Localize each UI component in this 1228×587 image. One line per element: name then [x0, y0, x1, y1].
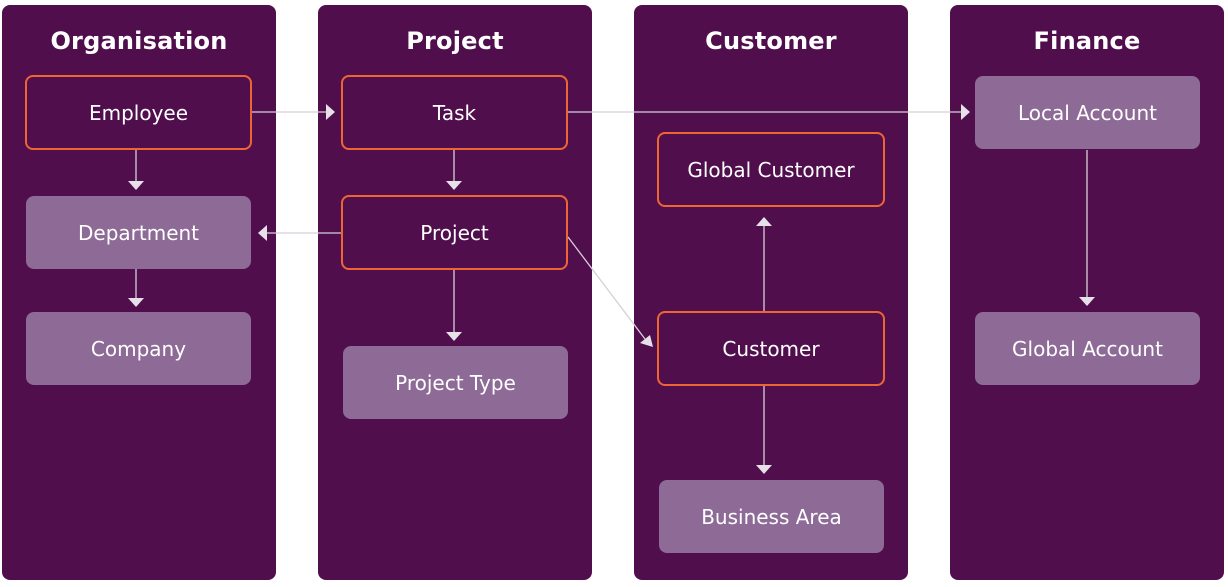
entity-employee[interactable]: Employee	[25, 75, 252, 150]
entity-local-account[interactable]: Local Account	[975, 76, 1200, 149]
entity-company[interactable]: Company	[26, 312, 251, 385]
column-title-finance: Finance	[1033, 27, 1141, 55]
entity-project-type[interactable]: Project Type	[343, 346, 568, 419]
column-title-organisation: Organisation	[50, 27, 228, 55]
entity-customer[interactable]: Customer	[657, 311, 885, 386]
entity-project[interactable]: Project	[341, 195, 568, 270]
entity-task[interactable]: Task	[341, 75, 568, 150]
column-title-project: Project	[406, 27, 504, 55]
column-title-customer: Customer	[705, 27, 837, 55]
entity-global-account[interactable]: Global Account	[975, 312, 1200, 385]
entity-department[interactable]: Department	[26, 196, 251, 269]
entity-global-customer[interactable]: Global Customer	[657, 132, 885, 207]
entity-business-area[interactable]: Business Area	[659, 480, 884, 553]
